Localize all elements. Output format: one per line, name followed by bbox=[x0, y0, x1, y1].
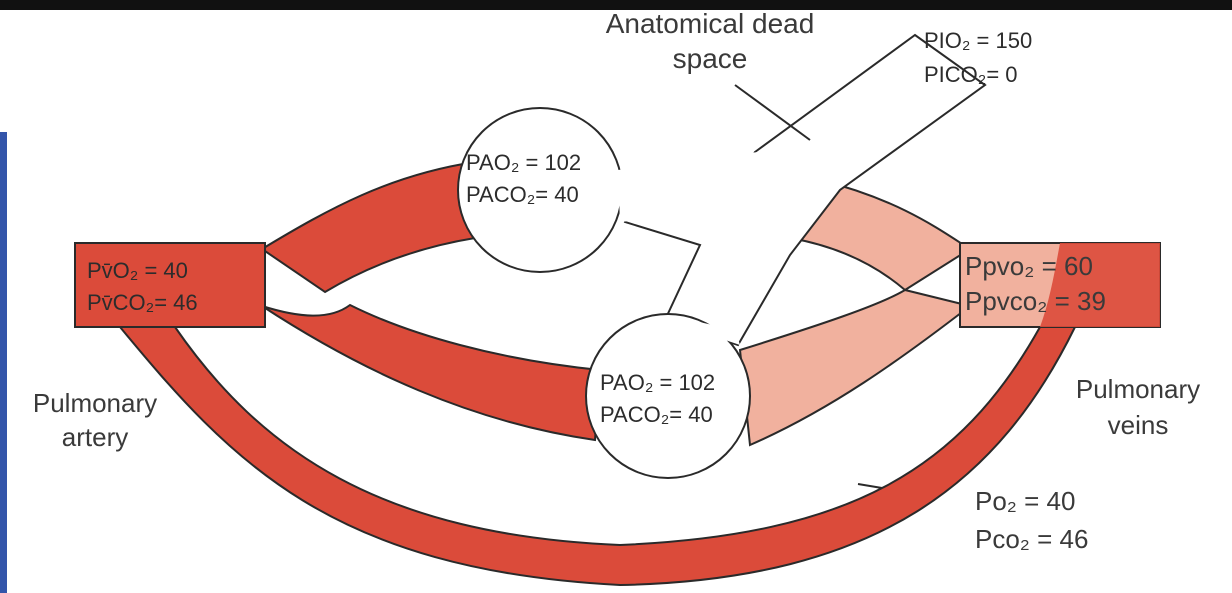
shunt-o2-label: Po₂ = 40 bbox=[975, 486, 1075, 516]
lower-venous-branch bbox=[740, 290, 970, 445]
mixed-venous-o2-label: Pv̄O₂ = 40 bbox=[87, 258, 188, 283]
pulmonary-veins-label-line1: Pulmonary bbox=[1076, 374, 1200, 404]
dead-space-label-line1: Anatomical dead bbox=[606, 8, 815, 39]
pulmonary-veins-label-line2: veins bbox=[1108, 410, 1169, 440]
upper-arterial-branch bbox=[262, 162, 475, 292]
alveolus-lower-co2-label: PACO₂= 40 bbox=[600, 402, 713, 427]
lower-arterial-branch bbox=[262, 305, 600, 440]
alveolus-upper-co2-label: PACO₂= 40 bbox=[466, 182, 579, 207]
alveolus-lower-o2-label: PAO₂ = 102 bbox=[600, 370, 715, 395]
dead-space-pointer bbox=[735, 85, 810, 140]
mixed-venous-co2-label: Pv̄CO₂= 46 bbox=[87, 290, 198, 315]
inspired-co2-label: PICO₂= 0 bbox=[924, 62, 1018, 87]
pulmonary-vein-co2-label: Ppvco₂ = 39 bbox=[965, 286, 1106, 316]
alveolus-upper-o2-label: PAO₂ = 102 bbox=[466, 150, 581, 175]
shunt-co2-label: Pco₂ = 46 bbox=[975, 524, 1088, 554]
pulmonary-vein-o2-label: Ppvo₂ = 60 bbox=[965, 251, 1093, 281]
pulmonary-artery-label-line1: Pulmonary bbox=[33, 388, 157, 418]
dead-space-label-line2: space bbox=[673, 43, 748, 74]
inspired-o2-label: PIO₂ = 150 bbox=[924, 28, 1032, 53]
pulmonary-artery-label-line2: artery bbox=[62, 422, 128, 452]
shunt-tick bbox=[858, 484, 882, 488]
